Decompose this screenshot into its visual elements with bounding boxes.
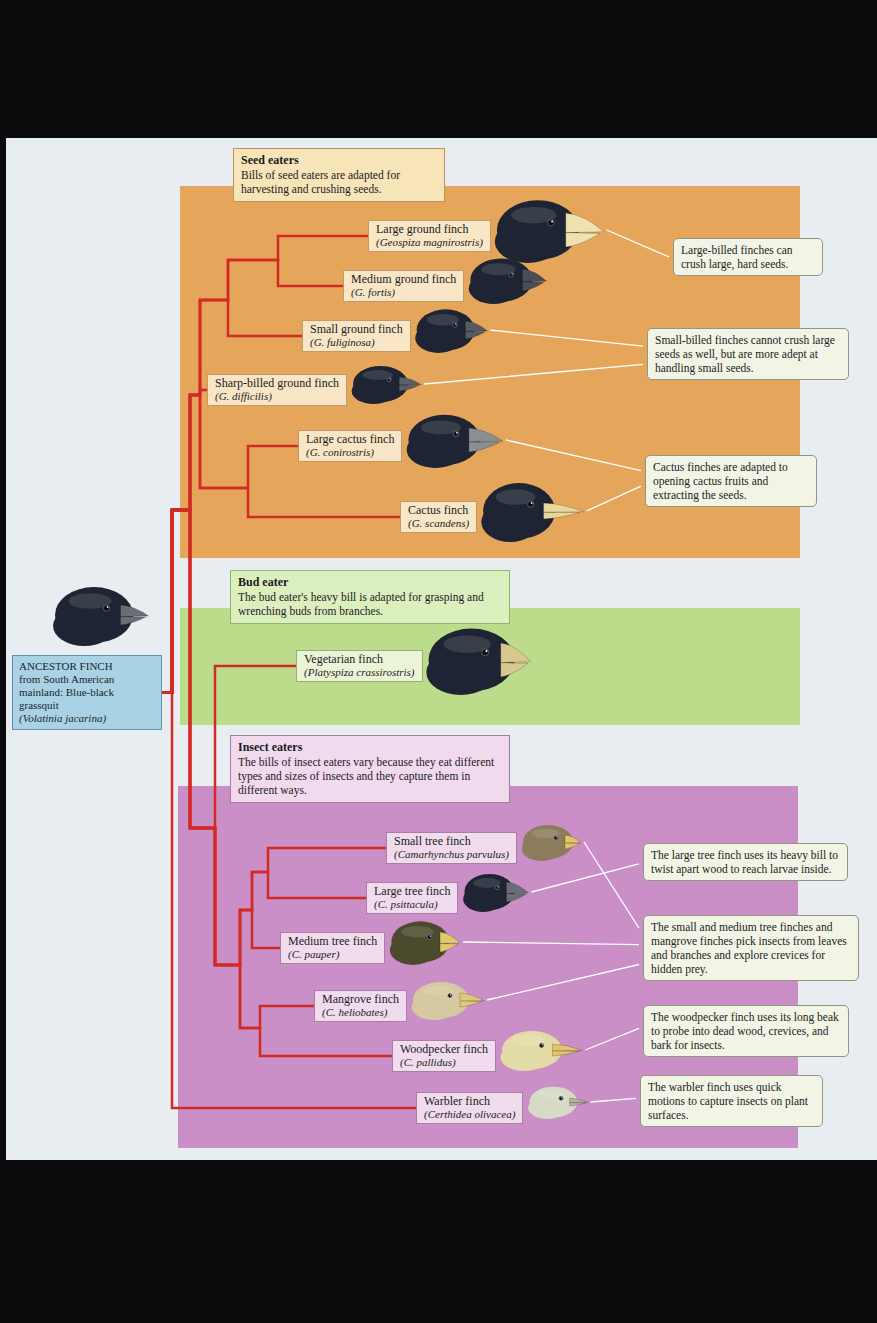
leader-line xyxy=(487,965,639,1001)
ancestor-description: from South American mainland: Blue-black… xyxy=(19,673,155,712)
finch-head xyxy=(390,921,460,965)
callout-text: The woodpecker finch uses its long beak … xyxy=(651,1010,841,1052)
common-name: Large ground finch xyxy=(376,223,483,236)
scientific-name: (G. conirostris) xyxy=(306,446,394,459)
species-box: Mangrove finch(C. heliobates) xyxy=(314,990,407,1022)
common-name: Small ground finch xyxy=(310,323,403,336)
common-name: Vegetarian finch xyxy=(304,653,415,666)
leader-line xyxy=(531,864,639,892)
finch-head xyxy=(415,309,487,353)
leader-line xyxy=(591,1098,636,1102)
finch-head xyxy=(501,1031,583,1071)
scientific-name: (Volatinia jacarina) xyxy=(19,712,155,725)
callout-box: The woodpecker finch uses its long beak … xyxy=(643,1005,849,1057)
scientific-name: (Geospiza magnirostris) xyxy=(376,236,483,249)
callout-text: Cactus finches are adapted to opening ca… xyxy=(653,460,809,502)
species-box: Woodpecker finch(C. pallidus) xyxy=(392,1040,496,1072)
callout-text: Small-billed finches cannot crush large … xyxy=(655,333,841,375)
species-box: Large cactus finch(G. conirostris) xyxy=(298,430,402,462)
finch-head xyxy=(481,483,583,542)
leader-line xyxy=(490,330,643,346)
callout-box: The small and medium tree finches and ma… xyxy=(643,915,859,981)
scientific-name: (C. heliobates) xyxy=(322,1006,399,1019)
leader-line xyxy=(587,486,641,511)
leader-line xyxy=(607,230,669,257)
ancestor-heading: ANCESTOR FINCH xyxy=(19,660,155,673)
leader-line xyxy=(506,440,641,471)
finch-head xyxy=(407,415,503,468)
species-box: Large tree finch(C. psittacula) xyxy=(366,882,458,914)
finch-head xyxy=(53,587,148,646)
finch-head xyxy=(528,1087,588,1119)
group-header: Seed eatersBills of seed eaters are adap… xyxy=(233,148,445,202)
scientific-name: (Platyspiza crassirostris) xyxy=(304,666,415,679)
common-name: Mangrove finch xyxy=(322,993,399,1006)
callout-box: Cactus finches are adapted to opening ca… xyxy=(645,455,817,507)
scientific-name: (G. difficilis) xyxy=(215,390,339,403)
species-box: Medium tree finch(C. pauper) xyxy=(280,932,385,964)
callout-box: The large tree finch uses its heavy bill… xyxy=(643,843,848,881)
group-title: Insect eaters xyxy=(238,740,502,755)
leader-line xyxy=(584,842,639,928)
group-description: The bills of insect eaters vary because … xyxy=(238,755,502,797)
leader-line xyxy=(424,364,643,384)
common-name: Sharp-billed ground finch xyxy=(215,377,339,390)
tree-branch xyxy=(162,236,368,693)
leader-line xyxy=(463,942,639,945)
group-header: Bud eaterThe bud eater's heavy bill is a… xyxy=(230,570,510,624)
finch-head xyxy=(463,874,528,912)
tree-branch xyxy=(162,395,298,693)
callout-box: Small-billed finches cannot crush large … xyxy=(647,328,849,380)
scientific-name: (G. fortis) xyxy=(351,286,456,299)
finch-head xyxy=(495,200,604,263)
group-title: Bud eater xyxy=(238,575,502,590)
common-name: Warbler finch xyxy=(424,1095,515,1108)
finch-head xyxy=(352,366,422,404)
group-header: Insect eatersThe bills of insect eaters … xyxy=(230,735,510,803)
scientific-name: (Camarhynchus parvulus) xyxy=(394,848,509,861)
diet-band: Bud eaterThe bud eater's heavy bill is a… xyxy=(180,608,800,725)
species-box: Large ground finch(Geospiza magnirostris… xyxy=(368,220,491,252)
scientific-name: (C. pallidus) xyxy=(400,1056,488,1069)
group-description: The bud eater's heavy bill is adapted fo… xyxy=(238,590,502,618)
species-box: Small ground finch(G. fuliginosa) xyxy=(302,320,411,352)
finch-head xyxy=(469,258,547,304)
callout-text: The warbler finch uses quick motions to … xyxy=(648,1080,815,1122)
scientific-name: (G. scandens) xyxy=(408,517,469,530)
common-name: Medium ground finch xyxy=(351,273,456,286)
scientific-name: (G. fuliginosa) xyxy=(310,336,403,349)
common-name: Large tree finch xyxy=(374,885,450,898)
common-name: Large cactus finch xyxy=(306,433,394,446)
finch-head xyxy=(522,825,581,861)
group-description: Bills of seed eaters are adapted for har… xyxy=(241,168,437,196)
callout-box: Large-billed finches can crush large, ha… xyxy=(673,238,823,276)
common-name: Cactus finch xyxy=(408,504,469,517)
species-box: Medium ground finch(G. fortis) xyxy=(343,270,464,302)
callout-text: The small and medium tree finches and ma… xyxy=(651,920,851,976)
callout-text: Large-billed finches can crush large, ha… xyxy=(681,243,815,271)
common-name: Medium tree finch xyxy=(288,935,377,948)
tree-branch xyxy=(162,395,400,693)
common-name: Small tree finch xyxy=(394,835,509,848)
finch-head xyxy=(426,629,530,696)
species-box: Small tree finch(Camarhynchus parvulus) xyxy=(386,832,517,864)
scientific-name: (Certhidea olivacea) xyxy=(424,1108,515,1121)
species-box: Vegetarian finch(Platyspiza crassirostri… xyxy=(296,650,423,682)
leader-line xyxy=(585,1028,639,1050)
callout-text: The large tree finch uses its heavy bill… xyxy=(651,848,840,876)
species-box: Warbler finch(Certhidea olivacea) xyxy=(416,1092,523,1124)
scientific-name: (C. psittacula) xyxy=(374,898,450,911)
tree-branch xyxy=(162,300,302,693)
scientific-name: (C. pauper) xyxy=(288,948,377,961)
finch-head xyxy=(412,982,484,1020)
callout-box: The warbler finch uses quick motions to … xyxy=(640,1075,823,1127)
common-name: Woodpecker finch xyxy=(400,1043,488,1056)
leader-lines xyxy=(424,230,669,1102)
ancestor-box: ANCESTOR FINCHfrom South American mainla… xyxy=(12,655,162,730)
species-box: Cactus finch(G. scandens) xyxy=(400,501,477,533)
species-box: Sharp-billed ground finch(G. difficilis) xyxy=(207,374,347,406)
group-title: Seed eaters xyxy=(241,153,437,168)
